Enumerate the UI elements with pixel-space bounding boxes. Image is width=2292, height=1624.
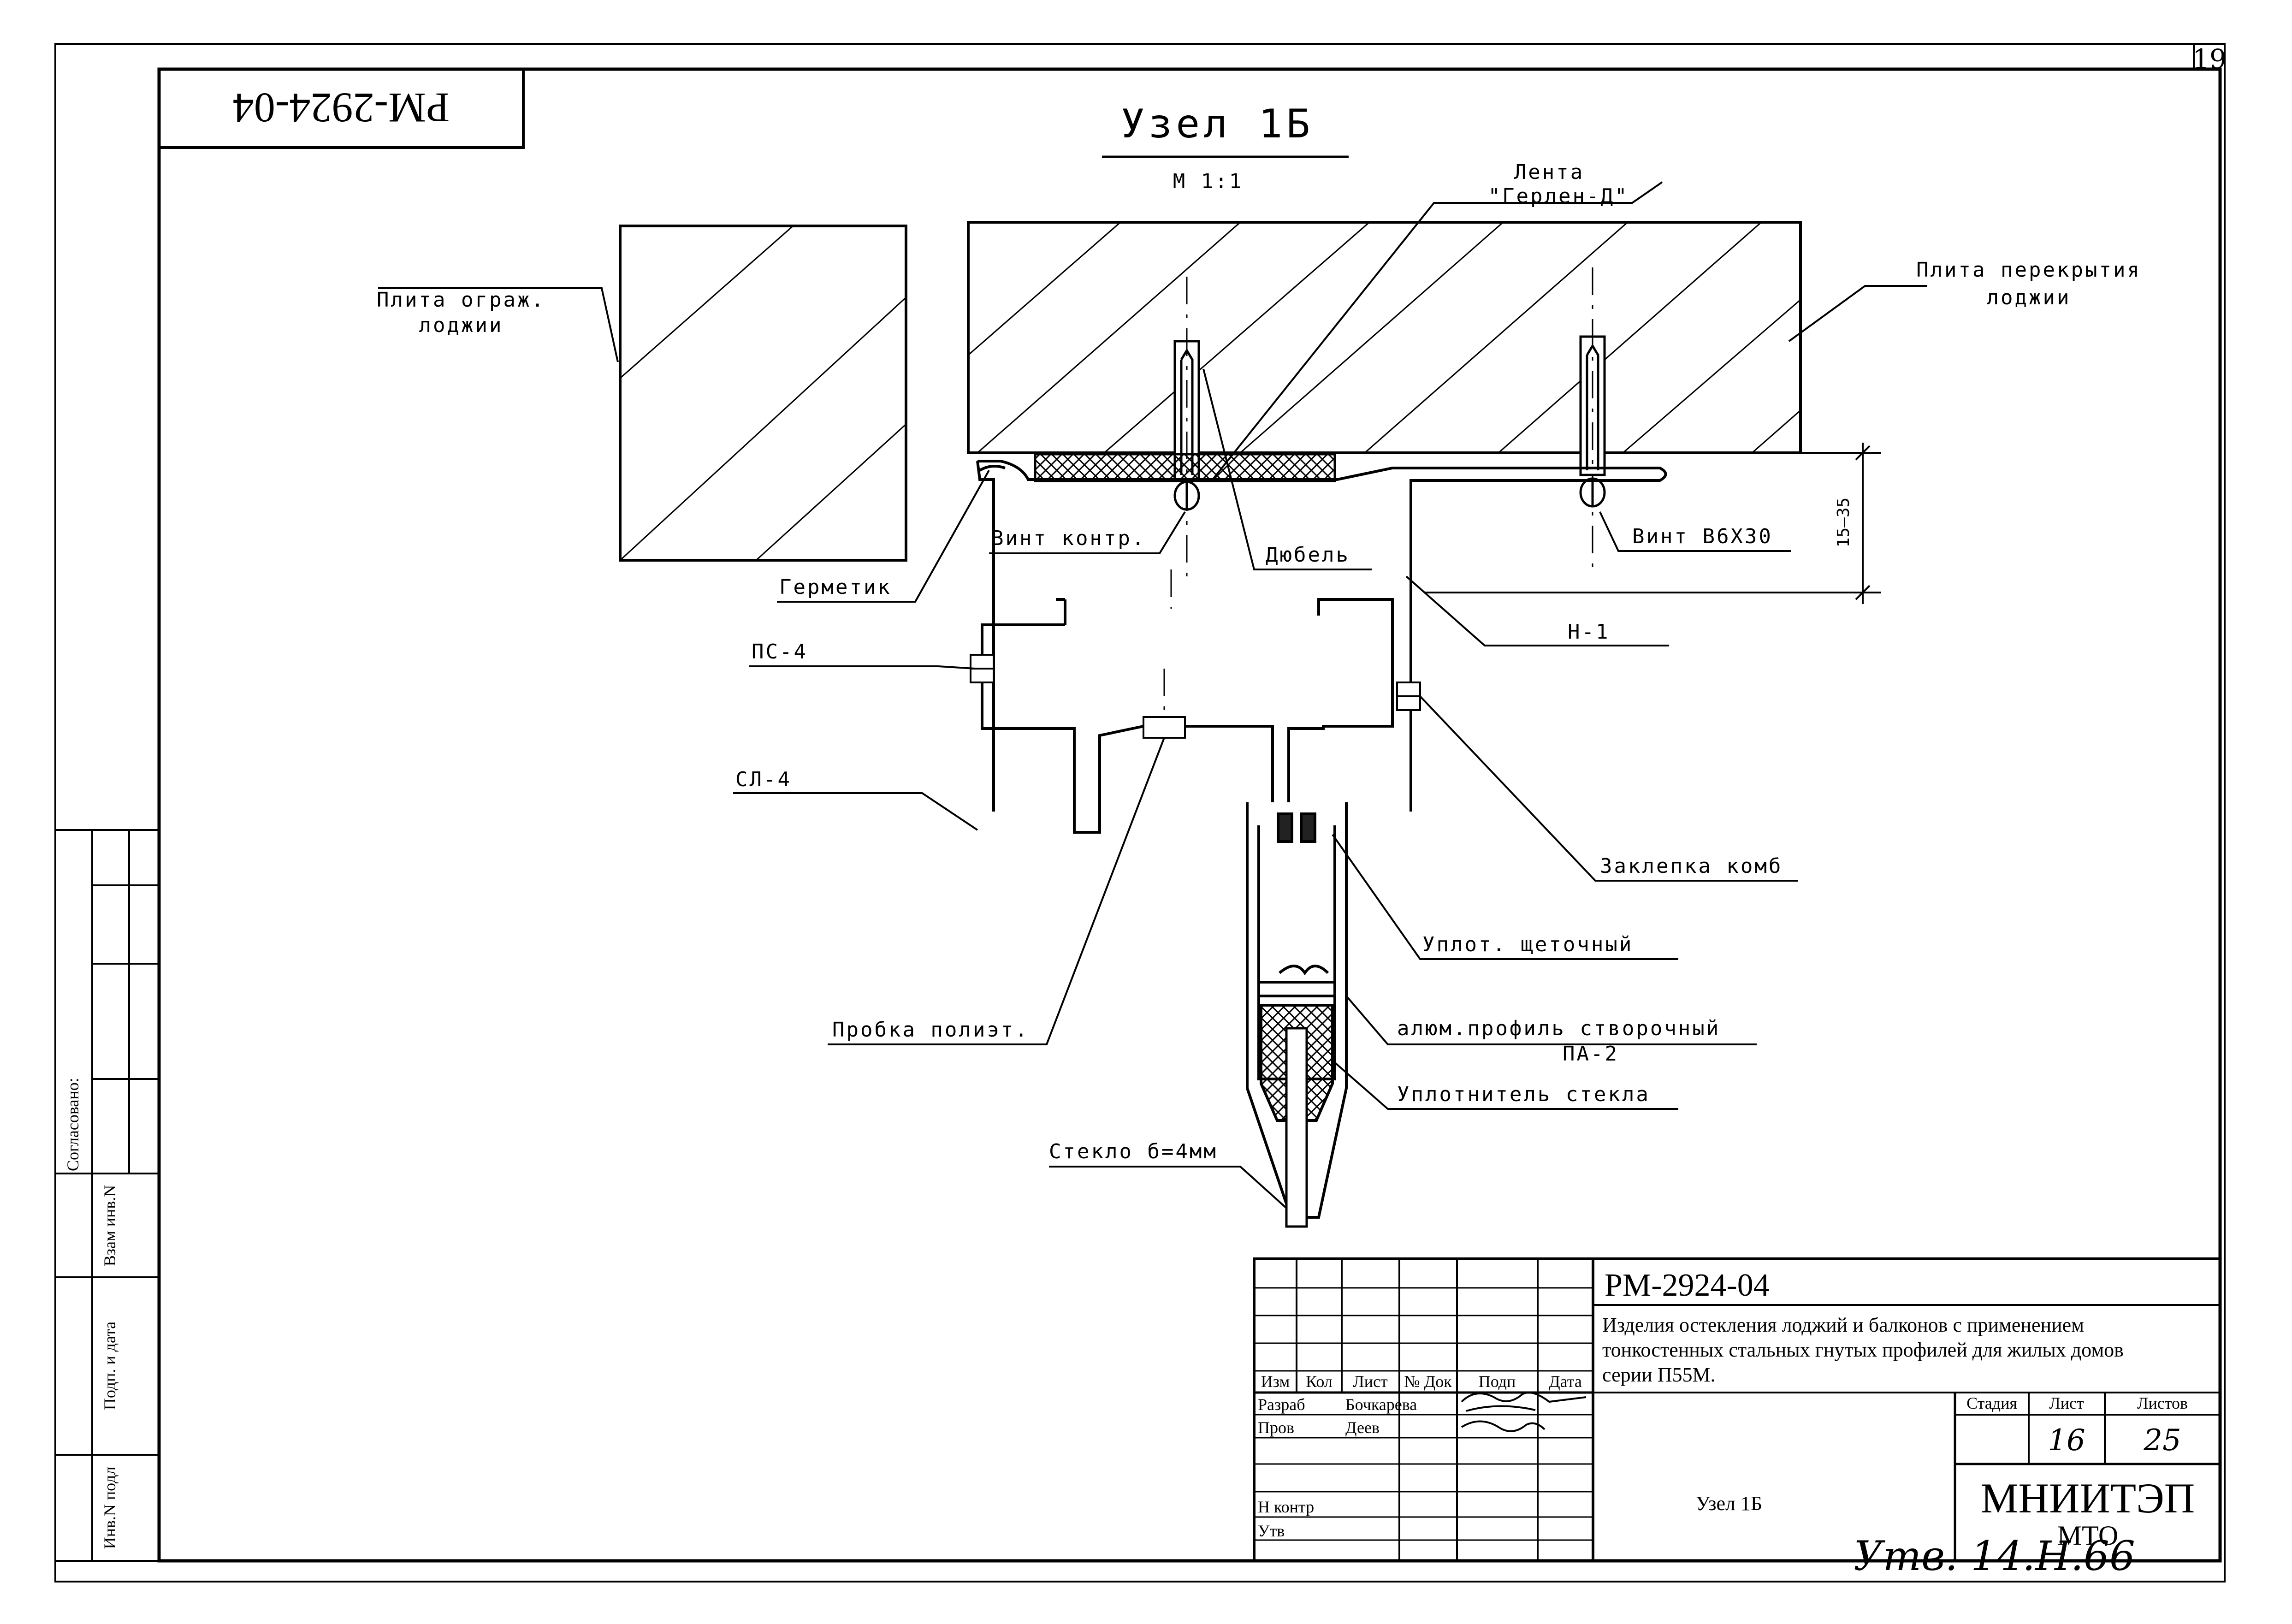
tb-sheets-label: Листов — [2137, 1394, 2188, 1412]
tb-col-izm: Изм — [1261, 1372, 1290, 1391]
sheet-number: 19 — [2192, 43, 2227, 75]
signature-razrab — [1461, 1392, 1587, 1412]
label-sl4: СЛ-4 — [735, 768, 792, 791]
leader-dyubel — [1202, 368, 1372, 570]
tb-code: РМ-2924-04 — [1605, 1268, 1770, 1303]
tb-org-1: МНИИТЭП — [1981, 1475, 2195, 1522]
rotated-code-box: РМ-2924-04 — [158, 68, 525, 149]
label-vint-b6x30: Винт В6Х30 — [1632, 525, 1773, 548]
tb-col-kol: Кол — [1306, 1372, 1333, 1391]
center-lines — [1163, 267, 1593, 738]
label-zaklepka: Заклепка комб — [1600, 854, 1783, 878]
label-alum-1: алюм.профиль створочный — [1397, 1017, 1720, 1040]
drawing-title: Узел 1Б — [1121, 101, 1314, 147]
label-uplot-shchet: Уплот. щеточный — [1422, 933, 1633, 956]
tb-name-prov: Деев — [1345, 1418, 1380, 1437]
label-steklo: Стекло б=4мм — [1049, 1140, 1218, 1163]
poly-plug — [1143, 716, 1186, 739]
label-ps4: ПС-4 — [752, 640, 808, 664]
tb-desc-2: тонкостенных стальных гнутых профилей дл… — [1602, 1339, 2124, 1361]
label-plita-perekr-1: Плита перекрытия — [1916, 258, 2141, 282]
leader-uplot-shchet — [1332, 834, 1678, 960]
label-alum-2: ПА-2 — [1563, 1042, 1619, 1066]
leader-vint-kontr — [989, 511, 1186, 554]
leader-lenta — [1212, 181, 1663, 480]
tb-handwritten-note: Утв. 14.Н.66 — [1854, 1532, 2135, 1580]
sealing-tape — [1034, 453, 1336, 482]
dimension-text: 15–35 — [1834, 498, 1853, 547]
tb-col-podp: Подп — [1479, 1372, 1516, 1391]
title-block-text: РМ-2924-04 Изделия остекления лоджий и б… — [1258, 1268, 2195, 1580]
label-germetik: Герметик — [779, 575, 892, 599]
leader-germetik — [777, 470, 990, 603]
tb-node-name: Узел 1Б — [1696, 1492, 1762, 1515]
tb-sheet-value: 16 — [2048, 1423, 2085, 1458]
leader-plita-ograzh — [378, 287, 619, 362]
label-lenta-1: Лента — [1514, 160, 1584, 184]
label-uplotnitel: Уплотнитель стекла — [1397, 1083, 1650, 1106]
glass-pane — [1285, 1027, 1308, 1228]
tb-role-nkontr: Н контр — [1258, 1498, 1314, 1516]
tb-role-utv: Утв — [1258, 1522, 1285, 1540]
tb-sheets-value: 25 — [2143, 1423, 2181, 1458]
tb-desc-3: серии П55М. — [1602, 1363, 1716, 1386]
label-plita-perekr-2: лоджии — [1987, 286, 2071, 309]
tb-sheet-label: Лист — [2049, 1394, 2084, 1412]
leader-sl4 — [733, 792, 978, 831]
guard-slab — [619, 225, 907, 562]
leader-probka — [828, 737, 1165, 1045]
dowel-right — [1579, 335, 1606, 508]
label-dyubel: Дюбель — [1266, 543, 1350, 567]
drawing-labels: Лента "Герлен-Д" Плита ограж. лоджии Пли… — [377, 160, 2141, 1163]
tb-col-dok: № Док — [1404, 1372, 1452, 1391]
leader-plita-perekr — [1788, 285, 1927, 342]
tb-role-razrab: Разраб — [1258, 1395, 1305, 1414]
leader-ps4 — [749, 665, 976, 670]
floor-slab — [967, 221, 1867, 454]
tb-desc-1: Изделия остекления лоджий и балконов с п… — [1602, 1314, 2084, 1336]
drawing-scale: М 1:1 — [1173, 170, 1243, 193]
label-probka: Пробка полиэт. — [832, 1018, 1029, 1042]
label-vint-kontr: Винт контр. — [991, 527, 1146, 550]
stamp-podp-data: Подп. и дата — [101, 1322, 119, 1410]
tb-name-razrab: Бочкарева — [1345, 1395, 1417, 1414]
label-plita-ograzh-2: лоджии — [419, 314, 503, 337]
tb-stage-label: Стадия — [1966, 1394, 2017, 1412]
profile-ps4 — [981, 598, 1394, 834]
rivet-right — [1396, 682, 1421, 711]
leader-lines — [378, 181, 1927, 1209]
tb-role-prov: Пров — [1258, 1418, 1294, 1437]
leader-n1 — [1405, 575, 1669, 646]
title-block — [1253, 1257, 2221, 1562]
stamp-soglasovano: Согласовано: — [64, 1078, 82, 1171]
rotated-document-code: РМ-2924-04 — [233, 84, 450, 131]
signature-prov — [1461, 1420, 1546, 1432]
tb-col-list: Лист — [1353, 1372, 1388, 1391]
leader-uplotnitel — [1332, 1060, 1678, 1110]
label-plita-ograzh-1: Плита ограж. — [377, 288, 545, 312]
leader-alum — [1345, 995, 1757, 1045]
side-stamp — [54, 829, 160, 1562]
outer-frame — [54, 43, 2226, 1583]
label-n1: Н-1 — [1568, 620, 1610, 644]
stamp-vzam-inv: Взам инв.N — [101, 1185, 119, 1267]
tb-org-2: МТО — [2057, 1520, 2119, 1551]
tb-col-data: Дата — [1549, 1372, 1582, 1391]
label-lenta-2: "Герлен-Д" — [1488, 184, 1629, 208]
leader-steklo — [1049, 1166, 1287, 1209]
stamp-inv-podl: Инв.N подл — [101, 1467, 119, 1549]
dimension-15-35 — [1425, 443, 1881, 604]
leader-zaklepka — [1419, 695, 1798, 882]
profile-n1-bracket — [976, 460, 1667, 812]
leader-vint-b6x30 — [1599, 511, 1791, 552]
